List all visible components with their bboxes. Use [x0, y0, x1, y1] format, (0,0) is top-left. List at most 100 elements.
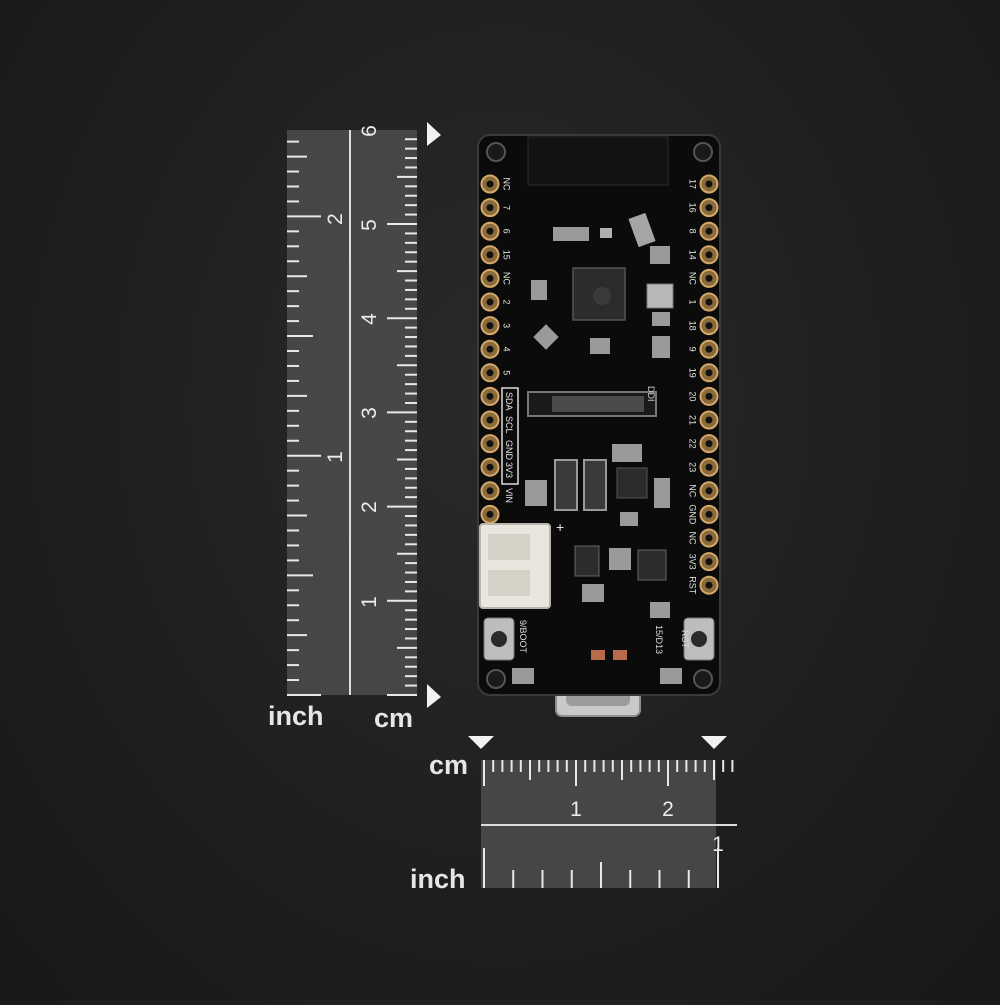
battery-plus-label: + [556, 519, 564, 535]
smd-component [582, 584, 604, 602]
boot-button-cap [491, 631, 507, 647]
ffc-contacts [552, 396, 644, 412]
left-pin-hole [486, 416, 494, 424]
right-pin-label: 20 [688, 391, 698, 401]
right-pin-label: GND [688, 504, 698, 525]
smd-component [628, 212, 656, 248]
right-pin-hole [705, 463, 713, 471]
right-pin-hole [705, 487, 713, 495]
left-pin-hole [486, 204, 494, 212]
vr-inch-label-2: 2 [324, 213, 347, 225]
smd-component [652, 312, 670, 326]
vertical-ruler-inch-ticks [287, 140, 321, 696]
vr-unit-label-inch: inch [268, 701, 324, 731]
horizontal-ruler-inch-ticks [483, 848, 719, 888]
i2c-label-gnd: GND [504, 440, 514, 461]
vr-cm-label-5: 5 [358, 219, 381, 231]
smd-component [553, 227, 589, 241]
right-pin-hole [705, 274, 713, 282]
reset-button-cap [691, 631, 707, 647]
right-pin-label: 21 [688, 415, 698, 425]
diode [554, 459, 578, 511]
smd-component [531, 280, 547, 300]
left-pin-hole [486, 322, 494, 330]
vr-bottom-marker [427, 684, 441, 708]
gpio-label: 15/D13 [654, 625, 664, 654]
right-pin-hole [705, 558, 713, 566]
i2c-label-3v3: 3V3 [504, 462, 514, 478]
rst-label: RST [680, 630, 690, 649]
mcu-chip-marking [593, 287, 611, 305]
mcu-chip [572, 267, 626, 321]
smd-component [660, 668, 682, 684]
right-pin-hole [705, 345, 713, 353]
hr-right-marker [701, 736, 727, 749]
hr-cm-label-2: 2 [662, 798, 674, 821]
i2c-label-box [501, 387, 519, 485]
right-pin-label: NC [688, 272, 698, 285]
left-pin-hole [486, 227, 494, 235]
right-pin-label: 18 [688, 321, 698, 331]
right-pin-label: NC [688, 484, 698, 497]
left-pin-hole [486, 463, 494, 471]
smd-component [533, 324, 559, 350]
right-pin-hole [705, 369, 713, 377]
horizontal-ruler: 1 2 1 [468, 736, 737, 888]
left-pin-label: NC [502, 178, 512, 191]
boot-label: 9/BOOT [518, 620, 528, 654]
smd-component [652, 336, 670, 358]
left-pin-hole [486, 369, 494, 377]
right-pin-label: 23 [688, 462, 698, 472]
hr-inch-label-1: 1 [712, 833, 724, 856]
right-pin-label: NC [688, 532, 698, 545]
left-pin-label: 2 [502, 299, 512, 304]
left-pin-hole [486, 510, 494, 518]
left-pin-label: 5 [502, 370, 512, 375]
ffc-label: DDI [646, 386, 656, 402]
smd-component [609, 548, 631, 570]
right-pin-label: 9 [688, 347, 698, 352]
right-pin-label: 8 [688, 229, 698, 234]
hr-left-marker [468, 736, 494, 749]
smd-component [650, 246, 670, 264]
left-pin-label: 7 [502, 205, 512, 210]
hr-cm-label-1: 1 [570, 798, 582, 821]
mount-hole-tl [486, 142, 506, 162]
ic [574, 545, 600, 577]
right-pin-hole [705, 534, 713, 542]
left-pin-label: 6 [502, 229, 512, 234]
left-pin-label: 4 [502, 347, 512, 352]
vr-top-marker [427, 122, 441, 146]
vin-label: VIN [504, 488, 514, 503]
vr-cm-label-4: 4 [358, 313, 381, 325]
smd-component [620, 512, 638, 526]
right-pin-hole [705, 227, 713, 235]
right-pin-label: 17 [688, 179, 698, 189]
right-pin-hole [705, 581, 713, 589]
right-pin-hole [705, 180, 713, 188]
vertical-ruler-cm-ticks [387, 138, 417, 696]
left-pin-label: 3 [502, 323, 512, 328]
right-pin-hole [705, 392, 713, 400]
left-pin-hole [486, 392, 494, 400]
left-pin-label: 15 [502, 250, 512, 260]
mount-hole-bl [486, 669, 506, 689]
smd-component [525, 480, 547, 506]
right-pin-hole [705, 322, 713, 330]
mount-hole-tr [693, 142, 713, 162]
hr-unit-label-cm: cm [429, 750, 469, 780]
vertical-ruler: 1 2 3 4 5 6 1 2 [287, 122, 441, 708]
right-pin-header [699, 174, 719, 595]
battery-connector-slot [488, 534, 530, 560]
vr-cm-label-3: 3 [358, 407, 381, 419]
left-pin-hole [486, 440, 494, 448]
i2c-label-scl: SCL [504, 416, 514, 434]
smd-component [650, 602, 670, 618]
vr-inch-label-1: 1 [324, 451, 347, 463]
smd-component [654, 478, 670, 508]
vr-cm-label-1: 1 [358, 596, 381, 608]
right-pin-hole [705, 298, 713, 306]
